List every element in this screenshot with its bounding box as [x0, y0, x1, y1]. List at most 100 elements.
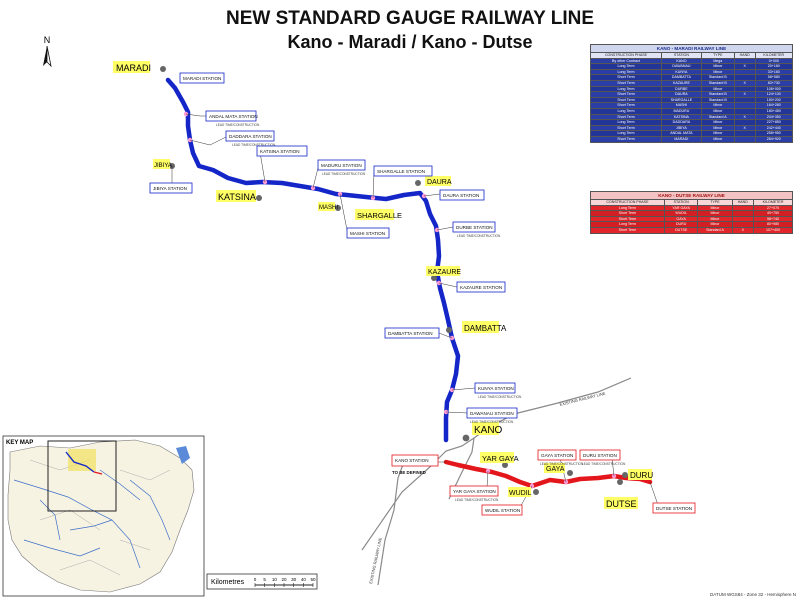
table-cell — [733, 135, 756, 143]
station-mashi: MASHI STATION — [350, 231, 385, 236]
key-map-inset: KEY MAP — [2, 435, 205, 597]
place-labels: MARADI JIBIYA KATSINA MASHI SHARGALLE DA… — [113, 61, 653, 509]
table-cell: 227+850 — [754, 119, 794, 126]
table-cell: 107+400 — [753, 227, 793, 234]
table-cell: Standard A — [697, 227, 733, 234]
table-cell: 33+160 — [754, 68, 794, 76]
datum-label: DATUM WGS84 - Zone 32 - Hemisphere N — [710, 592, 796, 597]
place-kazaure: KAZAURE — [428, 269, 461, 276]
station-gaya: GAYA STATION — [541, 453, 573, 458]
table-kano-dutse-caption: KANO - DUTSE RAILWAY LINE — [590, 191, 793, 200]
table-cell: 124+130 — [754, 91, 794, 98]
station-maduru: MADURU STATION — [321, 163, 362, 168]
station-duru: DURU STATION — [583, 453, 617, 458]
station-katsina: KATSINA STATION — [260, 149, 300, 154]
station-kazaure: KAZAURE STATION — [460, 285, 502, 290]
table-cell: Short Term — [589, 135, 663, 143]
table-cell: X — [731, 227, 755, 234]
station-daura: DAURA STATION — [443, 193, 479, 198]
table-cell: Minor — [700, 63, 735, 70]
north-arrow-icon: N — [43, 35, 52, 68]
place-gaya: GAYA — [546, 466, 565, 473]
svg-text:EXISTING RAILWAY LINE: EXISTING RAILWAY LINE — [559, 391, 606, 407]
place-katsina: KATSINA — [218, 192, 256, 202]
table-cell: Minor — [700, 107, 735, 115]
table-cell: Standard B — [700, 91, 735, 98]
table-cell: 284+920 — [754, 135, 794, 143]
place-mashi: MASHI — [319, 205, 338, 211]
svg-text:EXISTING RAILWAY LINE: EXISTING RAILWAY LINE — [368, 537, 383, 584]
station-yar-gaya: YAR GAYA STATION — [453, 489, 496, 494]
station-dawanau: DAWANAU STATION — [470, 411, 514, 416]
station-jibiya: JIBIYA STATION — [153, 186, 187, 191]
table-cell: 83+730 — [754, 80, 794, 87]
svg-text:LEAD TIME/CONSTRUCTION: LEAD TIME/CONSTRUCTION — [322, 172, 366, 176]
town-dots — [160, 66, 628, 495]
table-kano-maradi-caption: KANO - MARADI RAILWAY LINE — [590, 44, 793, 53]
table-cell: Long Term — [589, 107, 663, 115]
key-map-label: KEY MAP — [6, 440, 33, 446]
station-shargalle: SHARGALLE STATION — [377, 169, 425, 174]
table-cell: Minor — [700, 85, 735, 93]
station-boxes-kano-dutse: KANO STATION TO BE DEFINED YAR GAYA STAT… — [391, 449, 696, 516]
table-kano-maradi: KANO - MARADI RAILWAY LINE CONSTRUCTION … — [589, 44, 794, 143]
table-cell: Standard B — [700, 96, 735, 104]
svg-text:LEAD TIME/CONSTRUCTION: LEAD TIME/CONSTRUCTION — [232, 143, 276, 147]
station-maradi: MARADI STATION — [183, 76, 221, 81]
place-jibiya: JIBIYA — [154, 163, 172, 169]
table-cell: 180+450 — [754, 107, 794, 115]
station-daddara: DADDARA STATION — [229, 134, 272, 139]
table-cell: 164+280 — [754, 102, 794, 109]
map-title: NEW STANDARD GAUGE RAILWAY LINE — [225, 8, 595, 29]
table-cell: Minor — [700, 68, 735, 76]
place-kano: KANO — [474, 425, 503, 436]
table-cell: Short Term — [589, 96, 663, 104]
kano-maradi-line — [165, 77, 461, 443]
table-cell: Short Term — [589, 102, 663, 109]
table-cell: Long Term — [589, 68, 663, 76]
table-cell: Short Term — [589, 113, 663, 121]
station-boxes-kano-maradi: MARADI STATION ANDAL MATA STATION LEAD T… — [149, 72, 522, 424]
to-be-defined-note: TO BE DEFINED — [392, 470, 426, 475]
table-cell: Long Term — [589, 119, 663, 126]
place-dambatta: DAMBATTA — [464, 324, 507, 333]
place-daura: DAURA — [427, 179, 452, 186]
table-cell: Standard A — [700, 113, 735, 121]
station-wudil: WUDIL STATION — [485, 508, 520, 513]
station-leaders — [171, 113, 659, 510]
map-subtitle: Kano - Maradi / Kano - Dutse — [287, 32, 533, 52]
station-kano: KANO STATION — [395, 458, 429, 463]
table-cell: Short Term — [589, 74, 663, 81]
station-durbe: DURBE STATION — [456, 225, 493, 230]
svg-text:LEAD TIME/CONSTRUCTION: LEAD TIME/CONSTRUCTION — [478, 395, 522, 399]
kano-dutse-line — [443, 459, 653, 489]
svg-text:LEAD TIME/CONSTRUCTION: LEAD TIME/CONSTRUCTION — [582, 462, 626, 466]
station-dambatta: DAMBATTA STATION — [388, 331, 433, 336]
table-cell: Short Term — [590, 227, 665, 234]
table-cell: Long Term — [589, 63, 663, 70]
table-cell: DUTSE — [663, 227, 699, 234]
existing-railway-line — [361, 377, 632, 586]
table-cell: 204+350 — [754, 113, 794, 121]
table-cell: Minor — [700, 119, 735, 126]
place-yar-gaya: YAR GAYA — [482, 454, 519, 463]
scale-label: Kilometres — [211, 579, 245, 586]
table-cell: 108+000 — [754, 85, 794, 93]
table-cell: Short Term — [589, 91, 663, 98]
table-cell: Standard B — [700, 80, 735, 87]
table-cell: 58+580 — [754, 74, 794, 81]
